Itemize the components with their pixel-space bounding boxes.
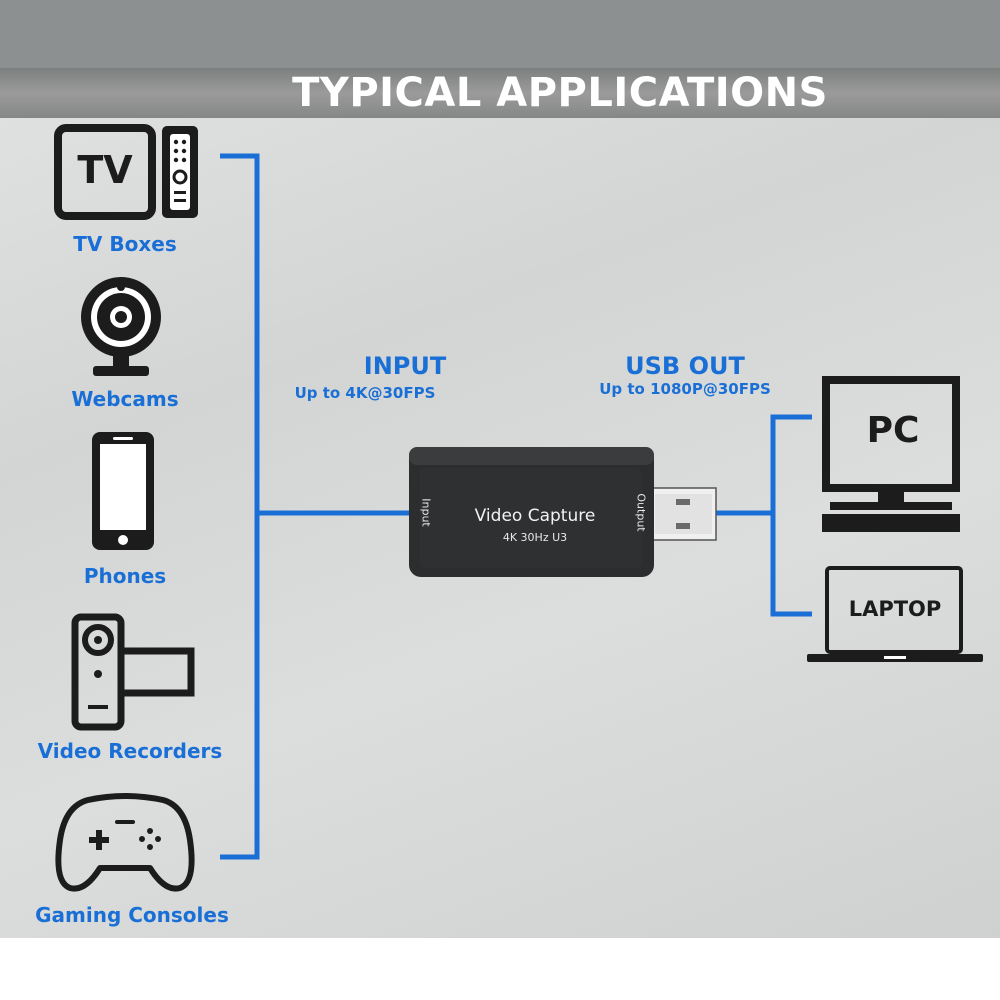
bottom-band bbox=[0, 938, 1000, 1000]
laptop-icon bbox=[807, 566, 983, 662]
title-band bbox=[0, 68, 1000, 118]
dongle-spec: 4K 30Hz U3 bbox=[502, 531, 568, 544]
video-camera-icon bbox=[71, 613, 195, 731]
video-capture-dongle bbox=[409, 447, 717, 577]
pc-monitor-icon bbox=[822, 376, 960, 532]
tv-boxes-label: TV Boxes bbox=[73, 232, 177, 256]
usb-out-title: USB OUT bbox=[625, 352, 745, 380]
webcams-label: Webcams bbox=[71, 387, 179, 411]
dongle-name: Video Capture bbox=[474, 506, 596, 526]
laptop-label: LAPTOP bbox=[848, 597, 942, 621]
output-connector-lines bbox=[716, 414, 812, 617]
input-connector-lines bbox=[220, 153, 412, 860]
gamepad-icon bbox=[55, 793, 195, 892]
phones-label: Phones bbox=[83, 564, 167, 588]
top-band bbox=[0, 0, 1000, 68]
pc-label: PC bbox=[866, 410, 920, 451]
webcam-icon bbox=[81, 277, 161, 376]
phone-icon bbox=[92, 432, 154, 550]
video-recorders-label: Video Recorders bbox=[37, 739, 223, 763]
tv-icon bbox=[54, 124, 198, 220]
page-title: TYPICAL APPLICATIONS bbox=[292, 70, 828, 116]
dongle-input-port-label: Input bbox=[419, 498, 433, 527]
usb-out-subtitle: Up to 1080P@30FPS bbox=[599, 380, 771, 398]
tv-icon-text: TV bbox=[77, 148, 133, 192]
input-title: INPUT bbox=[363, 352, 447, 380]
dongle-output-port-label: Output bbox=[634, 493, 648, 532]
gaming-consoles-label: Gaming Consoles bbox=[35, 903, 229, 927]
input-subtitle: Up to 4K@30FPS bbox=[294, 384, 436, 402]
